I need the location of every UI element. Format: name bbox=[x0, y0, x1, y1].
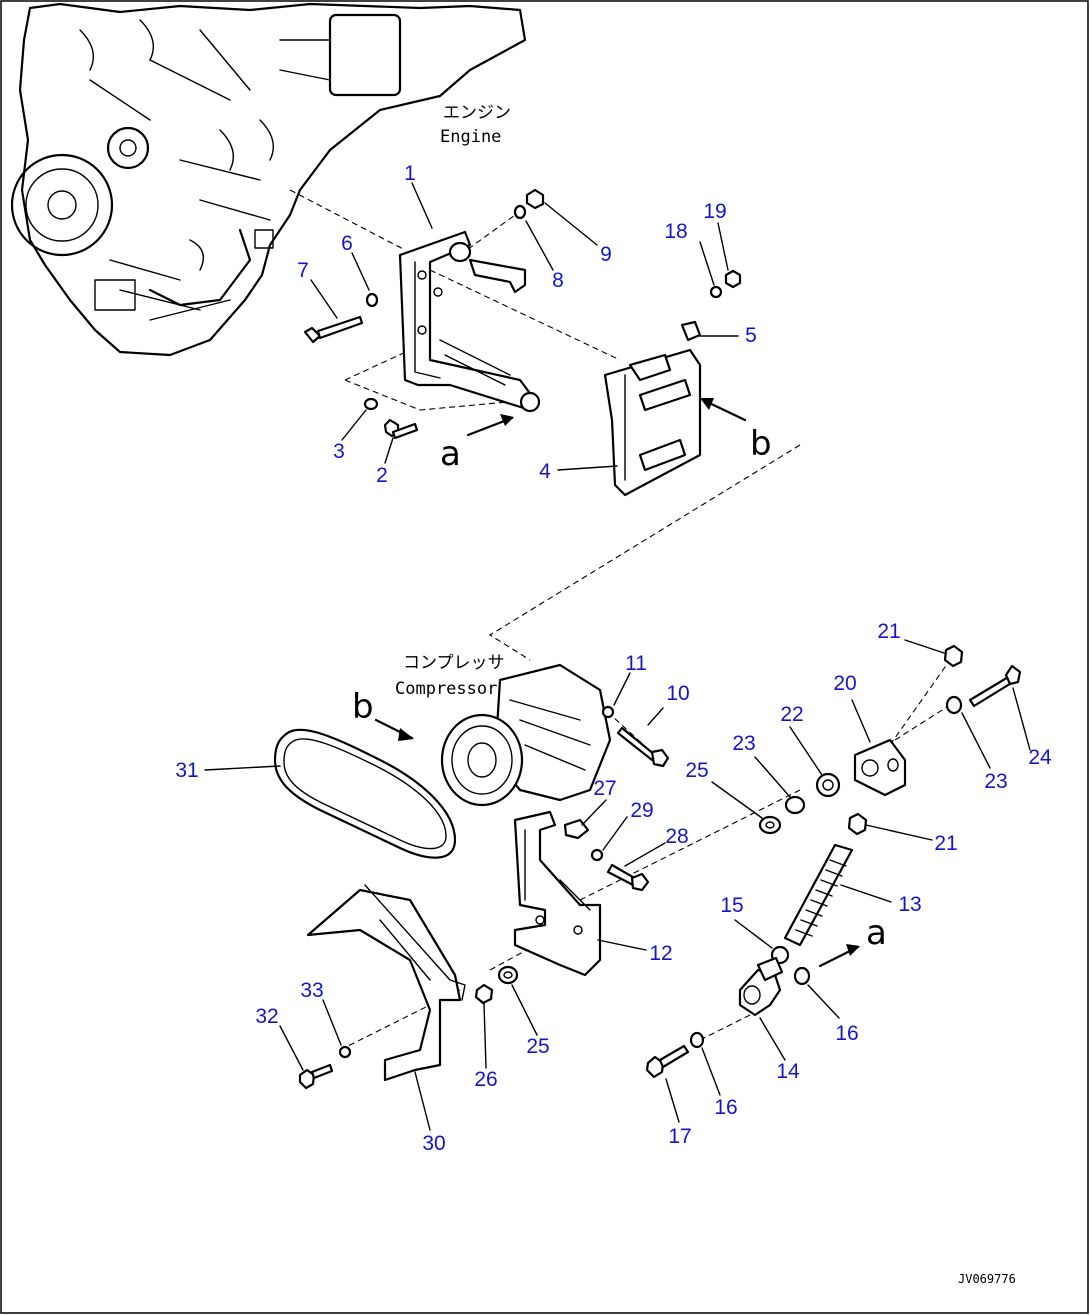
callout-21a: 21 bbox=[877, 620, 900, 643]
engine-illustration bbox=[10, 2, 527, 357]
compressor-label-en: Compressor bbox=[395, 679, 497, 699]
callout-16a: 16 bbox=[835, 1022, 858, 1045]
arrow-b-lower: b bbox=[352, 687, 414, 741]
callout-24: 24 bbox=[1028, 746, 1052, 769]
arrow-a-lower: a bbox=[818, 913, 887, 968]
callout-7: 7 bbox=[297, 259, 309, 282]
fasteners-top bbox=[303, 188, 742, 440]
arrow-label-b-lower: b bbox=[352, 687, 374, 727]
callout-23b: 23 bbox=[984, 770, 1007, 793]
callout-23a: 23 bbox=[732, 732, 755, 755]
fasteners-right bbox=[847, 644, 1022, 836]
view-arrows-upper: a b bbox=[440, 398, 772, 474]
part-13-rod bbox=[783, 843, 854, 947]
compressor-label: コンプレッサ Compressor bbox=[395, 653, 505, 699]
drawing-code: JV069776 bbox=[958, 1272, 1016, 1286]
callout-18: 18 bbox=[664, 220, 687, 243]
arrow-label-a-lower: a bbox=[866, 913, 887, 953]
part-31-belt bbox=[273, 728, 457, 859]
adjuster-assembly bbox=[645, 945, 811, 1079]
callout-17: 17 bbox=[668, 1125, 691, 1148]
callout-6: 6 bbox=[341, 232, 353, 255]
compressor-label-jp: コンプレッサ bbox=[403, 653, 505, 673]
arrow-label-a-upper: a bbox=[440, 434, 461, 474]
callout-19: 19 bbox=[703, 200, 726, 223]
callout-4: 4 bbox=[539, 460, 551, 483]
part-30-guard bbox=[306, 884, 466, 1082]
part-20-block bbox=[853, 738, 907, 797]
callout-25b: 25 bbox=[526, 1035, 549, 1058]
callout-11: 11 bbox=[625, 652, 647, 675]
fasteners-lower-middle bbox=[474, 965, 519, 1005]
callout-29: 29 bbox=[630, 799, 653, 822]
callout-25a: 25 bbox=[685, 759, 708, 782]
callout-3: 3 bbox=[333, 440, 345, 463]
callout-9: 9 bbox=[600, 243, 612, 266]
callout-28: 28 bbox=[665, 825, 688, 848]
part-1-bracket bbox=[398, 230, 541, 413]
callout-12: 12 bbox=[649, 942, 672, 965]
engine-label-jp: エンジン bbox=[443, 103, 511, 123]
callout-1: 1 bbox=[404, 162, 416, 185]
compressor bbox=[440, 663, 615, 807]
callout-30: 30 bbox=[422, 1132, 445, 1155]
part-10-bolt bbox=[616, 726, 670, 768]
callout-32: 32 bbox=[255, 1005, 278, 1028]
callout-5: 5 bbox=[745, 324, 757, 347]
callout-21b: 21 bbox=[934, 832, 957, 855]
engine-label: エンジン Engine bbox=[440, 103, 511, 147]
callout-15: 15 bbox=[720, 894, 743, 917]
engine-label-en: Engine bbox=[440, 127, 501, 147]
spacers-upper-right bbox=[758, 772, 841, 835]
callout-27: 27 bbox=[593, 777, 616, 800]
leader-lines bbox=[204, 182, 1031, 1131]
callout-16b: 16 bbox=[714, 1096, 737, 1119]
arrow-label-b-upper: b bbox=[750, 424, 772, 464]
callout-31: 31 bbox=[175, 759, 198, 782]
callout-13: 13 bbox=[898, 893, 921, 916]
callout-20: 20 bbox=[833, 672, 856, 695]
callout-22: 22 bbox=[780, 703, 803, 726]
part-4-plate bbox=[603, 320, 702, 497]
callout-8: 8 bbox=[552, 269, 564, 292]
callout-2: 2 bbox=[376, 464, 388, 487]
callout-26: 26 bbox=[474, 1068, 497, 1091]
callout-33: 33 bbox=[300, 979, 323, 1002]
part-12-bracket bbox=[513, 810, 602, 977]
callout-14: 14 bbox=[776, 1060, 800, 1083]
fasteners-32-33 bbox=[298, 1045, 352, 1090]
callout-10: 10 bbox=[666, 682, 689, 705]
callout-numbers: 1 2 3 4 5 6 7 8 9 10 11 12 13 14 15 16 1… bbox=[175, 162, 1052, 1155]
